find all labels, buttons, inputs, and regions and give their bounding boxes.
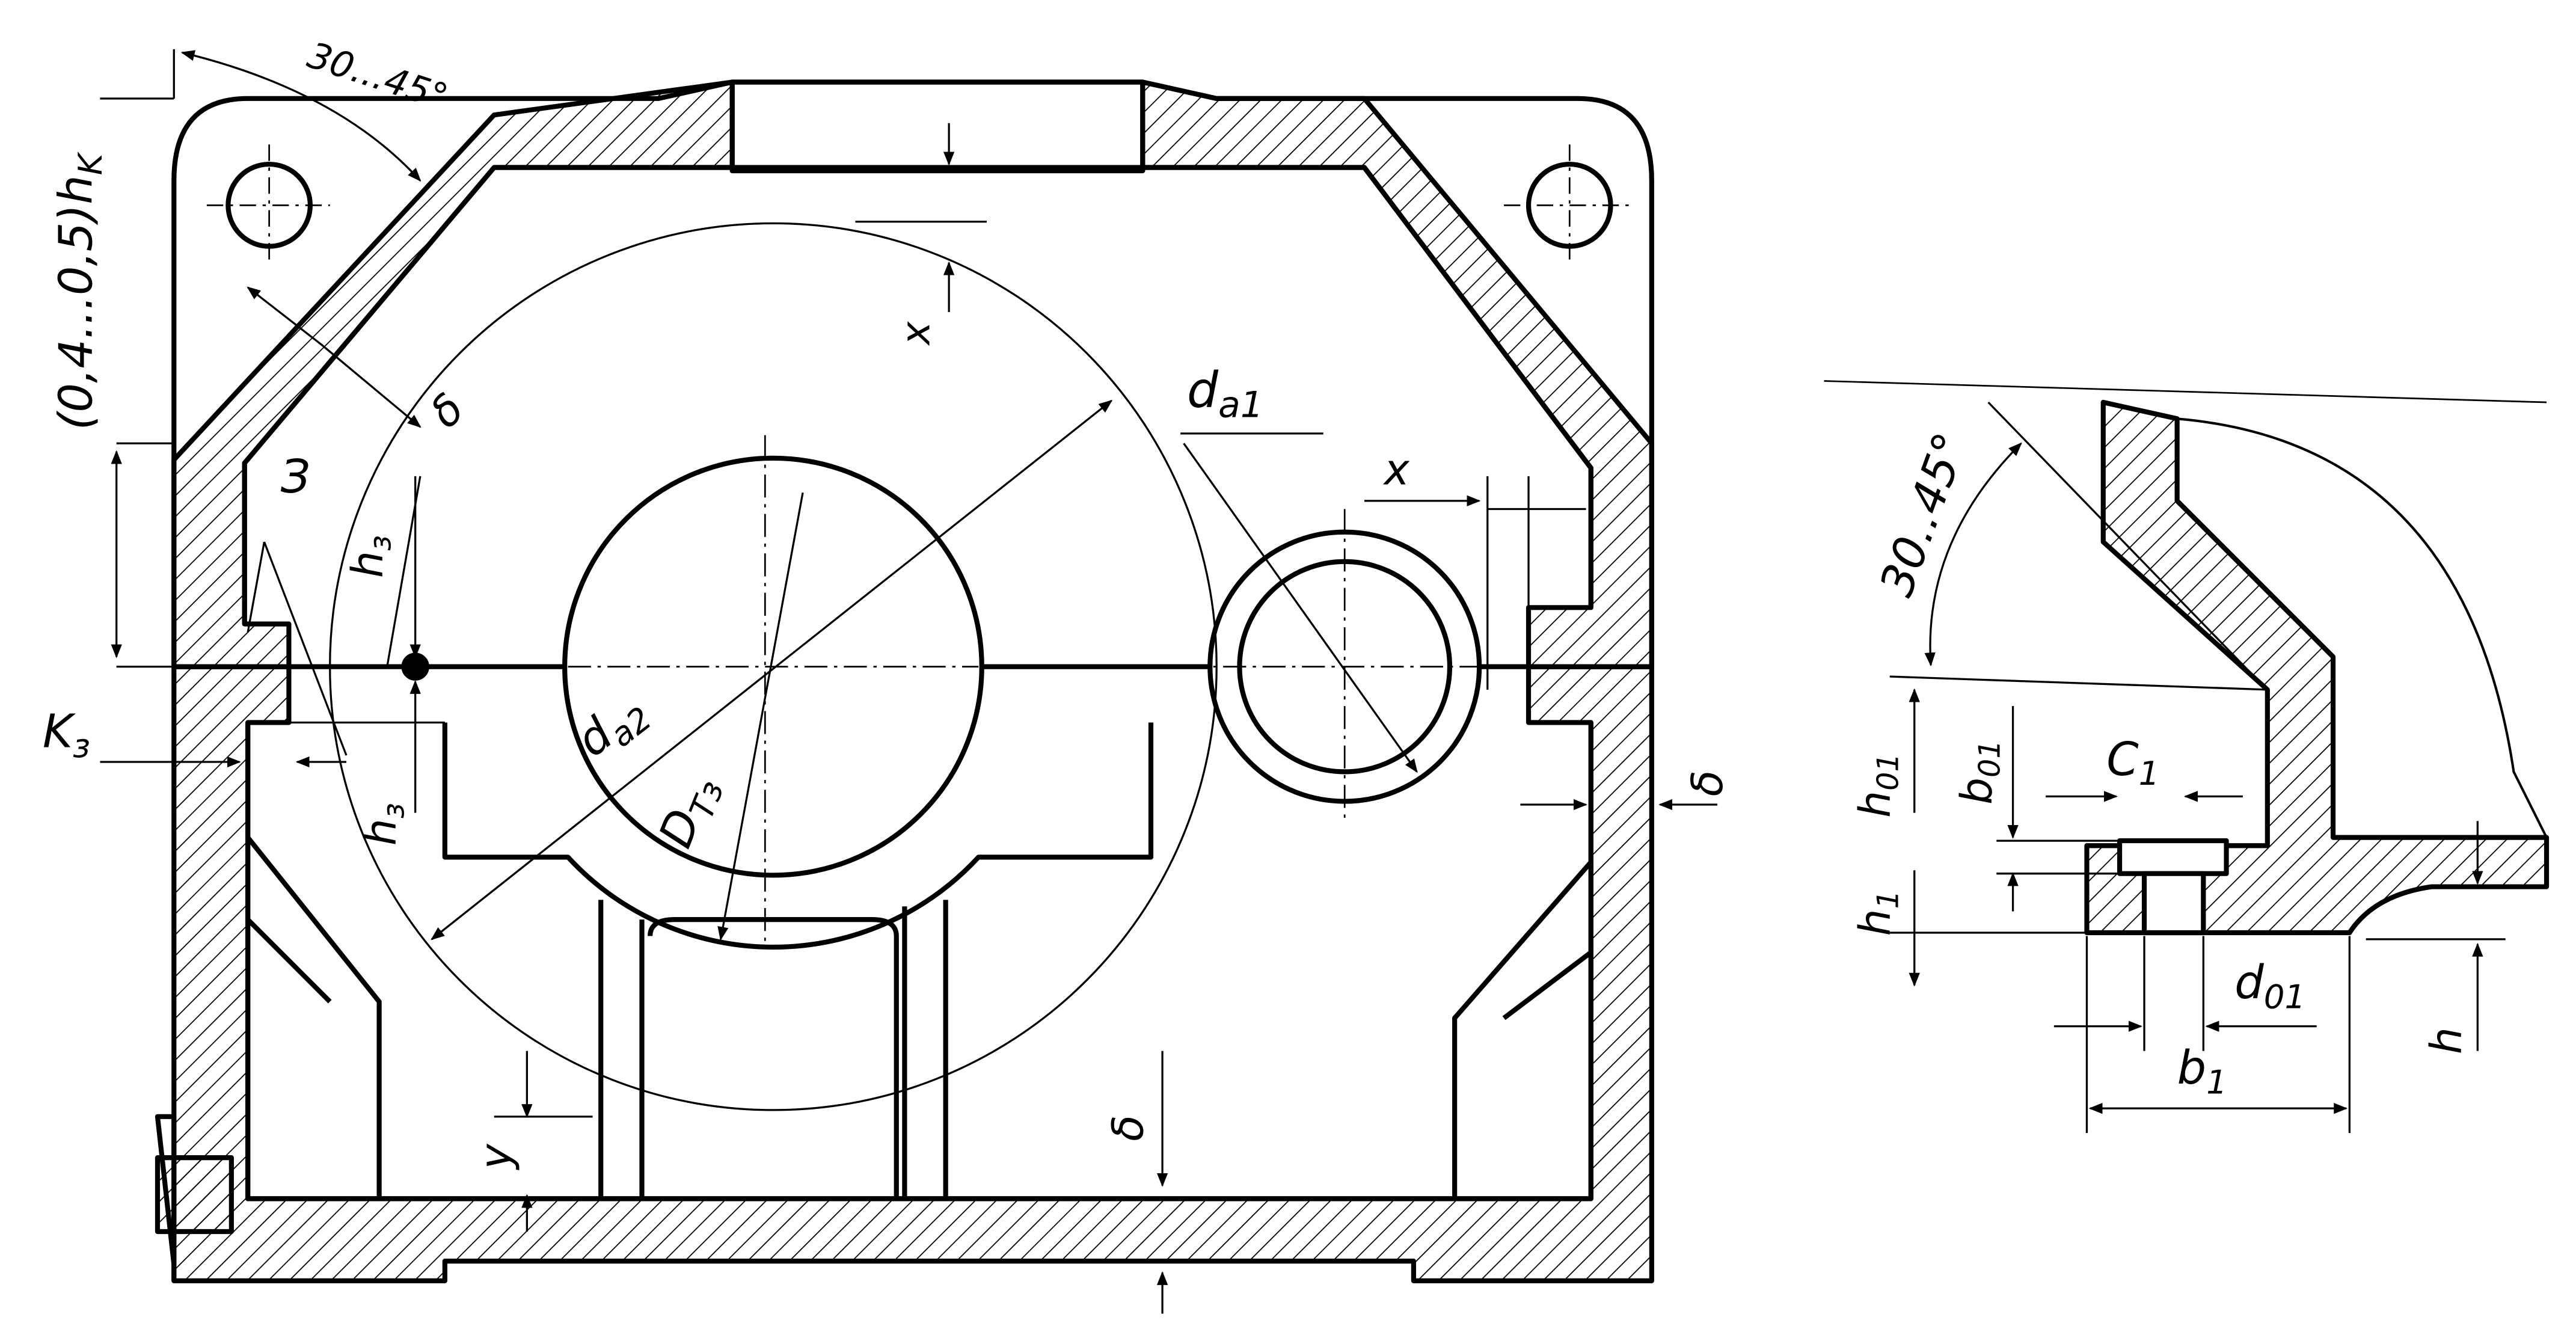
inspection-hatch: [729, 79, 1145, 174]
main-view: [100, 49, 1718, 1314]
d01-label: d01: [2234, 956, 2305, 1016]
cover-inner-contour: [242, 165, 1593, 624]
drain-plug: [155, 1155, 234, 1235]
side-rib-left: [245, 836, 382, 1199]
h1-label: h1: [1850, 890, 1906, 936]
detail-wall-section: [2084, 399, 2550, 936]
hz-lower-label: hз: [356, 803, 411, 846]
side-rib-right: [1452, 860, 1593, 1199]
h-label: h: [2421, 1027, 2471, 1054]
h01-label: h01: [1850, 753, 1906, 818]
delta-bottom-label: δ: [1103, 1115, 1153, 1141]
flange-bolt-hole-left: [206, 144, 330, 266]
base-wall-section: [171, 664, 1654, 1283]
z-mark-label: З: [281, 450, 310, 504]
hz-upper-label: hз: [343, 535, 398, 578]
pin-point: [401, 652, 429, 681]
detail-cover-outline: [2177, 417, 2548, 838]
detail-dimension-lines: [1889, 401, 2506, 1134]
flange-detail-view: [1824, 380, 2550, 1134]
flange-bolt-hole-right: [1504, 144, 1636, 266]
detail-top-reference: [1824, 380, 2547, 404]
kz-label: Kз: [43, 705, 90, 764]
b01-label: b01: [1952, 740, 2007, 805]
angle-label-right: 30..45°: [1870, 426, 1978, 603]
base-inner-contour: [245, 722, 1593, 1202]
da1-label: da1: [1187, 362, 1263, 426]
detail-bolt-head: [2117, 838, 2229, 876]
x-top-label: x: [893, 321, 939, 346]
b1-label: b1: [2177, 1042, 2227, 1101]
delta-right-label: δ: [1682, 770, 1732, 796]
c1-label: C1: [2106, 733, 2159, 793]
y-label: y: [471, 1143, 521, 1170]
flange-height-label: (0,4...0,5)hK: [50, 151, 109, 430]
detail-bolt-hole: [2141, 871, 2206, 936]
dimension-lines: [100, 49, 1718, 1314]
wall-delta-label: δ: [420, 384, 474, 437]
x-right-label: x: [1383, 445, 1410, 495]
